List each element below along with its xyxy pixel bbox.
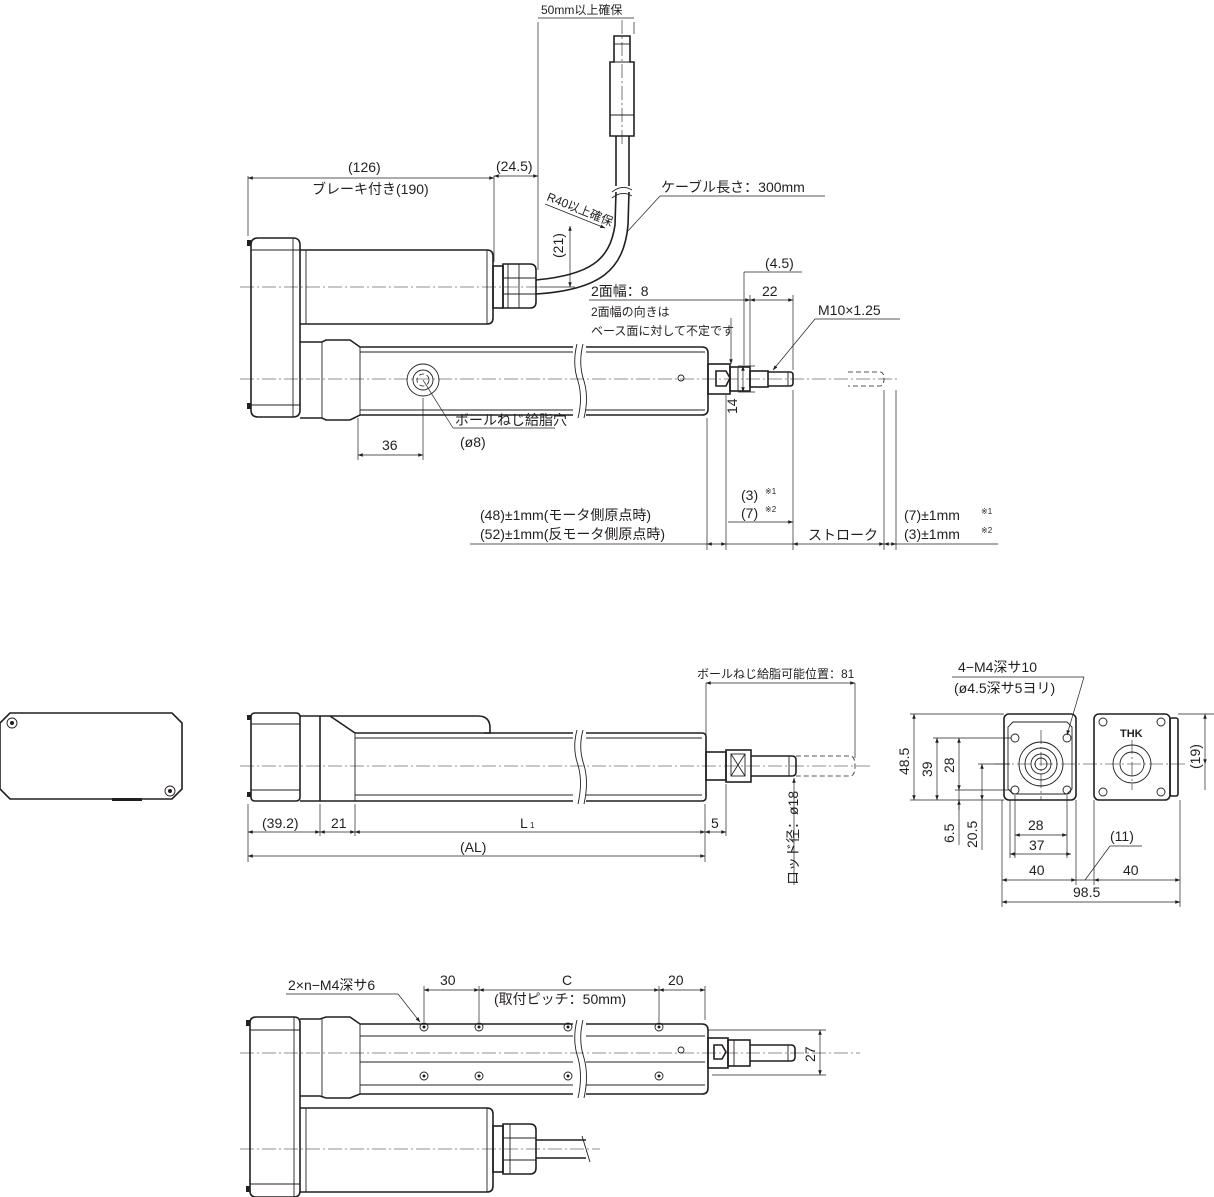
dim-27-label: 27 (802, 1046, 818, 1062)
cover-plate-view (0, 712, 183, 801)
dim-22-label: 22 (762, 283, 778, 299)
dim-L1-subscript: 1 (530, 821, 535, 830)
tap-note-label: 4−M4深サ10 (958, 659, 1037, 675)
thk-logo: THK (1120, 728, 1143, 740)
dim-C-label: C (562, 972, 572, 988)
dim-40b-label: 40 (1123, 862, 1139, 878)
flats-width-label: 2面幅：8 (591, 283, 649, 299)
dim-48-5-label: 48.5 (896, 748, 912, 775)
grease-hole-label: ボールねじ給脂穴 (455, 412, 567, 428)
dim-3-label: (3) (741, 487, 758, 503)
bottom-view: 30 C (取付ピッチ：50mm) 20 2×n−M4深サ6 27 (240, 972, 860, 1197)
dim-19-label: (19) (1187, 744, 1203, 769)
top-view: 50mm以上確保 (126) ブレーキ付き(190) (24.5) R40以上確… (240, 2, 998, 550)
dim-L1-label: L (520, 815, 528, 831)
dim-14-label: 14 (724, 398, 740, 414)
dim-7-label: (7) (741, 505, 758, 521)
note-2-mark: ※2 (765, 505, 777, 514)
dim-20-5-label: 20.5 (964, 821, 980, 848)
grease-range-label: ボールねじ給脂可能位置：81 (697, 666, 855, 681)
cable-clearance-label: 50mm以上確保 (541, 2, 622, 17)
dim-30-label: 30 (440, 972, 456, 988)
dim-11-label: (11) (1110, 828, 1134, 844)
dim-21-label: (21) (550, 233, 566, 258)
dim-39-label: 39 (919, 761, 935, 777)
dim-98-5-label: 98.5 (1073, 884, 1100, 900)
dim-28h-label: 28 (1028, 817, 1044, 833)
dim-28v-label: 28 (941, 757, 957, 773)
dim-39-2-label: (39.2) (262, 815, 299, 831)
dim-5-label: 5 (711, 815, 719, 831)
note-1-mark: ※1 (765, 487, 777, 496)
end-7-label: (7)±1mm (904, 507, 960, 523)
connector-length-label: (24.5) (496, 158, 533, 174)
dim-40a-label: 40 (1029, 862, 1045, 878)
bend-radius-label: R40以上確保 (545, 189, 616, 229)
tap-note-2-label: (ø4.5深サ5ヨリ) (954, 680, 1055, 696)
origin-motor-label: (48)±1mm(モータ側原点時) (480, 507, 651, 523)
stroke-label: ストローク (808, 527, 878, 543)
dim-36-label: 36 (382, 437, 398, 453)
flats-note-2: ベース面に対して不定です (591, 323, 734, 338)
dim-37-label: 37 (1029, 837, 1045, 853)
side-view: ボールねじ給脂可能位置：81 (39.2) 21 L 1 5 (AL) ロッド径… (240, 666, 870, 885)
cable-length-label: ケーブル長さ：300mm (661, 179, 805, 195)
grease-hole-dia-label: (ø8) (460, 434, 486, 450)
body-length-brake-label: ブレーキ付き(190) (312, 181, 429, 197)
dim-6-5-label: 6.5 (941, 823, 957, 843)
rod-dia-label: ロッド径：ø18 (785, 791, 801, 885)
thread-label: M10×1.25 (818, 302, 881, 318)
end-view: THK 4−M4深サ10 (ø4.5深サ5ヨリ) 48.5 39 28 6.5 … (896, 659, 1214, 907)
end-note-1-mark: ※1 (981, 507, 993, 516)
pitch-label: (取付ピッチ：50mm) (494, 991, 626, 1007)
dim-21-side-label: 21 (331, 815, 347, 831)
end-note-2-mark: ※2 (981, 526, 993, 535)
flats-note-1: 2面幅の向きは (591, 304, 670, 319)
dim-4-5-label: (4.5) (765, 255, 794, 271)
dim-20-label: 20 (668, 972, 684, 988)
origin-reverse-label: (52)±1mm(反モータ側原点時) (480, 526, 665, 542)
body-length-label: (126) (348, 159, 381, 175)
mount-taps-label: 2×n−M4深サ6 (288, 977, 375, 993)
dim-AL-label: (AL) (460, 839, 486, 855)
end-3-label: (3)±1mm (904, 526, 960, 542)
